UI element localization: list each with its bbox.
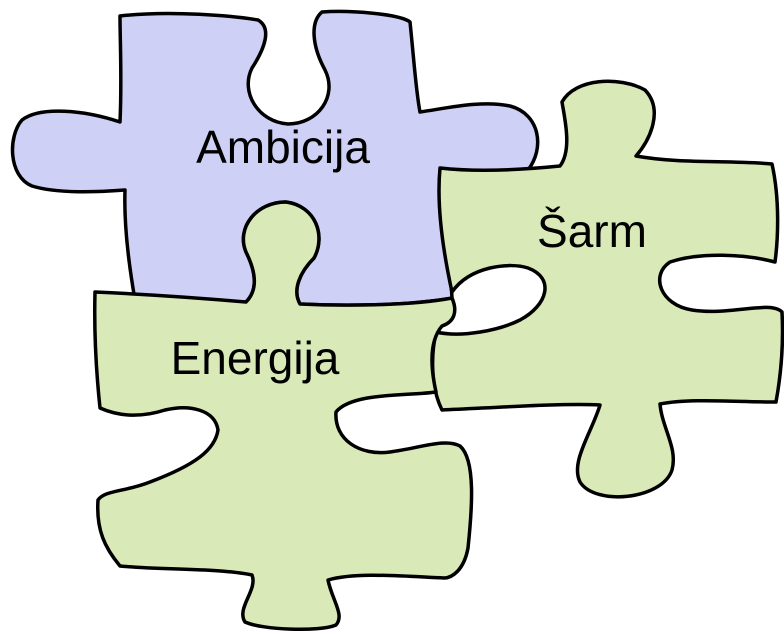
puzzle-piece-sarm: Šarm <box>430 79 784 499</box>
sarm-label: Šarm <box>537 205 647 257</box>
energija-piece-shape <box>92 200 474 632</box>
ambicija-label: Ambicija <box>196 121 370 173</box>
sarm-piece-shape <box>430 79 784 499</box>
energija-label: Energija <box>171 332 340 384</box>
puzzle-piece-energija: Energija <box>92 200 474 632</box>
